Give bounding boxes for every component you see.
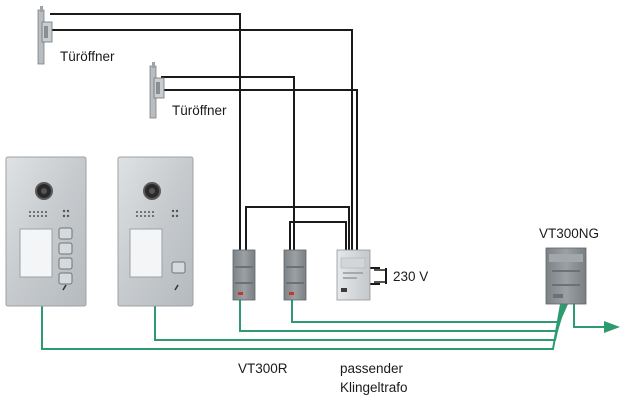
call-button-2	[58, 242, 73, 255]
gateway-label: VT300NG	[539, 226, 599, 241]
door-station-panel-4-buttons	[5, 156, 87, 307]
door-opener-2	[149, 62, 165, 119]
transformer-label-line2: Klingeltrafo	[340, 380, 408, 395]
speaker-grille-icon	[29, 211, 47, 217]
transformer-label-line1: passender	[340, 361, 404, 376]
door-opener-1	[37, 6, 53, 65]
door-opener-2-label: Türöffner	[172, 103, 227, 118]
call-button	[171, 261, 186, 274]
voltage-label: 230 V	[393, 269, 428, 284]
name-card	[19, 228, 53, 278]
bell-transformer	[336, 249, 371, 301]
gateway-module	[545, 247, 587, 305]
black-wiring	[50, 13, 387, 285]
arrow-right-icon	[604, 321, 620, 333]
speaker-grille-icon	[136, 211, 154, 217]
door-station-panel-1-button	[117, 156, 194, 307]
call-button-3	[58, 257, 73, 270]
relay-module-2	[283, 249, 307, 301]
door-opener-1-label: Türöffner	[60, 49, 115, 64]
name-card	[129, 228, 163, 278]
relay-label: VT300R	[238, 361, 288, 376]
green-wiring	[41, 300, 606, 350]
call-button-4	[58, 272, 73, 285]
relay-module-1	[232, 249, 256, 301]
call-button-1	[58, 227, 73, 240]
